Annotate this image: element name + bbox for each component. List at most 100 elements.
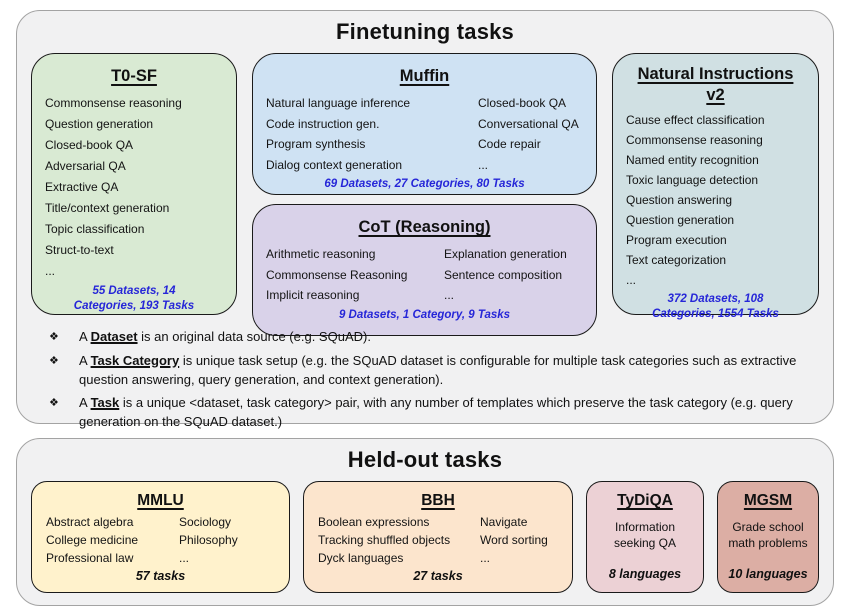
task-item: Arithmetic reasoning — [266, 247, 376, 261]
mgsm-description: Grade school math problems — [728, 520, 808, 550]
task-item: Text categorization — [626, 253, 727, 267]
mmlu-title: MMLU — [137, 492, 184, 509]
bbh-title: BBH — [421, 492, 455, 509]
task-item: Commonsense reasoning — [45, 96, 182, 110]
task-item: ... — [45, 264, 56, 278]
t0sf-title: T0-SF — [111, 67, 157, 85]
task-item: Professional law — [46, 551, 134, 565]
task-item: Title/context generation — [45, 201, 170, 215]
mgsm-title: MGSM — [743, 492, 793, 509]
task-item: Navigate — [480, 515, 528, 529]
task-item: Topic classification — [45, 222, 145, 236]
muffin-items-right: Closed-book QA Conversational QA Code re… — [478, 93, 583, 175]
task-item: ... — [480, 551, 491, 565]
finetuning-box-row: T0-SF Commonsense reasoning Question gen… — [17, 45, 833, 336]
task-item: Boolean expressions — [318, 515, 430, 529]
box-niv2: Natural Instructions v2 Cause effect cla… — [612, 53, 819, 320]
task-item: Toxic language detection — [626, 173, 759, 187]
task-item: Program execution — [626, 233, 727, 247]
muffin-items: Natural language inference Code instruct… — [266, 93, 583, 175]
box-bbh: BBH Boolean expressions Tracking shuffle… — [303, 481, 573, 593]
task-item: Natural language inference — [266, 96, 411, 110]
task-item: Dyck languages — [318, 551, 404, 565]
muffin-stats: 69 Datasets, 27 Categories, 80 Tasks — [324, 178, 525, 190]
task-item: Cause effect classification — [626, 113, 765, 127]
task-item: Extractive QA — [45, 180, 119, 194]
definition-item: ❖ A Task Category is unique task setup (… — [49, 351, 803, 390]
task-item: Word sorting — [480, 533, 548, 547]
task-item: Tracking shuffled objects — [318, 533, 451, 547]
task-item: Named entity recognition — [626, 153, 759, 167]
niv2-stats: 372 Datasets, 108 Categories, 1554 Tasks — [652, 293, 779, 320]
task-item: Sentence composition — [444, 267, 563, 282]
task-item: Code repair — [478, 137, 541, 151]
definitions-list: ❖ A Dataset is an original data source (… — [17, 315, 833, 432]
definition-item: ❖ A Dataset is an original data source (… — [49, 327, 803, 348]
cot-title: CoT (Reasoning) — [358, 218, 491, 236]
diamond-bullet-icon: ❖ — [49, 354, 59, 367]
niv2-items: Cause effect classification Commonsense … — [626, 110, 805, 290]
t0sf-stats: 55 Datasets, 14 Categories, 193 Tasks — [73, 285, 195, 312]
bbh-items-left: Boolean expressions Tracking shuffled ob… — [314, 513, 480, 567]
tydiqa-stats: 8 languages — [608, 567, 682, 581]
diamond-bullet-icon: ❖ — [49, 331, 59, 343]
box-tydiqa: TyDiQA Information seeking QA 8 language… — [586, 481, 704, 593]
task-item: Abstract algebra — [46, 515, 134, 529]
task-item: Explanation generation — [444, 247, 567, 261]
task-item: Question answering — [626, 193, 733, 207]
tydiqa-title: TyDiQA — [617, 492, 673, 509]
task-item: Closed-book QA — [45, 138, 134, 152]
task-item: College medicine — [46, 533, 139, 547]
cot-items-left: Arithmetic reasoning Commonsense Reasoni… — [266, 244, 444, 306]
task-item: ... — [626, 273, 637, 287]
definition-term: Dataset — [90, 329, 138, 344]
task-item: Code instruction gen. — [266, 116, 380, 131]
bbh-items-right: Navigate Word sorting ... — [480, 513, 562, 567]
muffin-items-left: Natural language inference Code instruct… — [266, 93, 478, 175]
bbh-stats: 27 tasks — [413, 569, 463, 583]
mmlu-stats: 57 tasks — [135, 569, 186, 583]
middle-column: Muffin Natural language inference Code i… — [252, 53, 597, 336]
finetuning-panel: Finetuning tasks T0-SF Commonsense reaso… — [16, 10, 834, 429]
mmlu-items-right: Sociology Philosophy ... — [179, 513, 279, 567]
box-mmlu: MMLU Abstract algebra College medicine P… — [31, 481, 290, 593]
task-item: Struct-to-text — [45, 243, 114, 257]
task-item: Philosophy — [179, 533, 238, 547]
muffin-title: Muffin — [399, 67, 450, 85]
definition-term: Task Category — [90, 352, 180, 368]
task-item: ... — [478, 157, 489, 172]
task-item: Dialog context generation — [266, 157, 403, 172]
task-item: Program synthesis — [266, 137, 366, 151]
task-item: ... — [179, 551, 190, 565]
diamond-bullet-icon: ❖ — [49, 396, 59, 409]
cot-items-right: Explanation generation Sentence composit… — [444, 244, 583, 306]
task-item: Commonsense Reasoning — [266, 267, 408, 282]
mmlu-items-left: Abstract algebra College medicine Profes… — [42, 513, 179, 567]
definition-item: ❖ A Task is a unique <dataset, task cate… — [49, 393, 803, 432]
mmlu-items: Abstract algebra College medicine Profes… — [42, 513, 279, 567]
task-item: Implicit reasoning — [266, 288, 360, 302]
task-item: Adversarial QA — [45, 159, 126, 173]
box-cot: CoT (Reasoning) Arithmetic reasoning Com… — [252, 204, 597, 336]
cot-items: Arithmetic reasoning Commonsense Reasoni… — [266, 244, 583, 306]
bbh-items: Boolean expressions Tracking shuffled ob… — [314, 513, 562, 567]
task-item: Sociology — [179, 515, 232, 529]
task-item: Question generation — [45, 117, 154, 131]
niv2-title: Natural Instructions v2 — [637, 65, 794, 104]
task-item: Closed-book QA — [478, 96, 567, 110]
mgsm-stats: 10 languages — [728, 567, 808, 581]
box-mgsm: MGSM Grade school math problems 10 langu… — [717, 481, 819, 593]
task-item: Question generation — [626, 213, 735, 227]
tydiqa-description: Information seeking QA — [613, 520, 677, 550]
box-t0sf: T0-SF Commonsense reasoning Question gen… — [31, 53, 237, 315]
box-muffin: Muffin Natural language inference Code i… — [252, 53, 597, 195]
task-item: Commonsense reasoning — [626, 133, 763, 147]
definition-term: Task — [90, 394, 120, 410]
cot-stats: 9 Datasets, 1 Category, 9 Tasks — [338, 308, 511, 321]
heldout-title: Held-out tasks — [347, 447, 503, 472]
heldout-box-row: MMLU Abstract algebra College medicine P… — [17, 473, 833, 593]
task-item: Conversational QA — [478, 116, 579, 131]
task-item: ... — [444, 288, 455, 302]
finetuning-title: Finetuning tasks — [336, 19, 514, 44]
t0sf-items: Commonsense reasoning Question generatio… — [45, 93, 223, 282]
